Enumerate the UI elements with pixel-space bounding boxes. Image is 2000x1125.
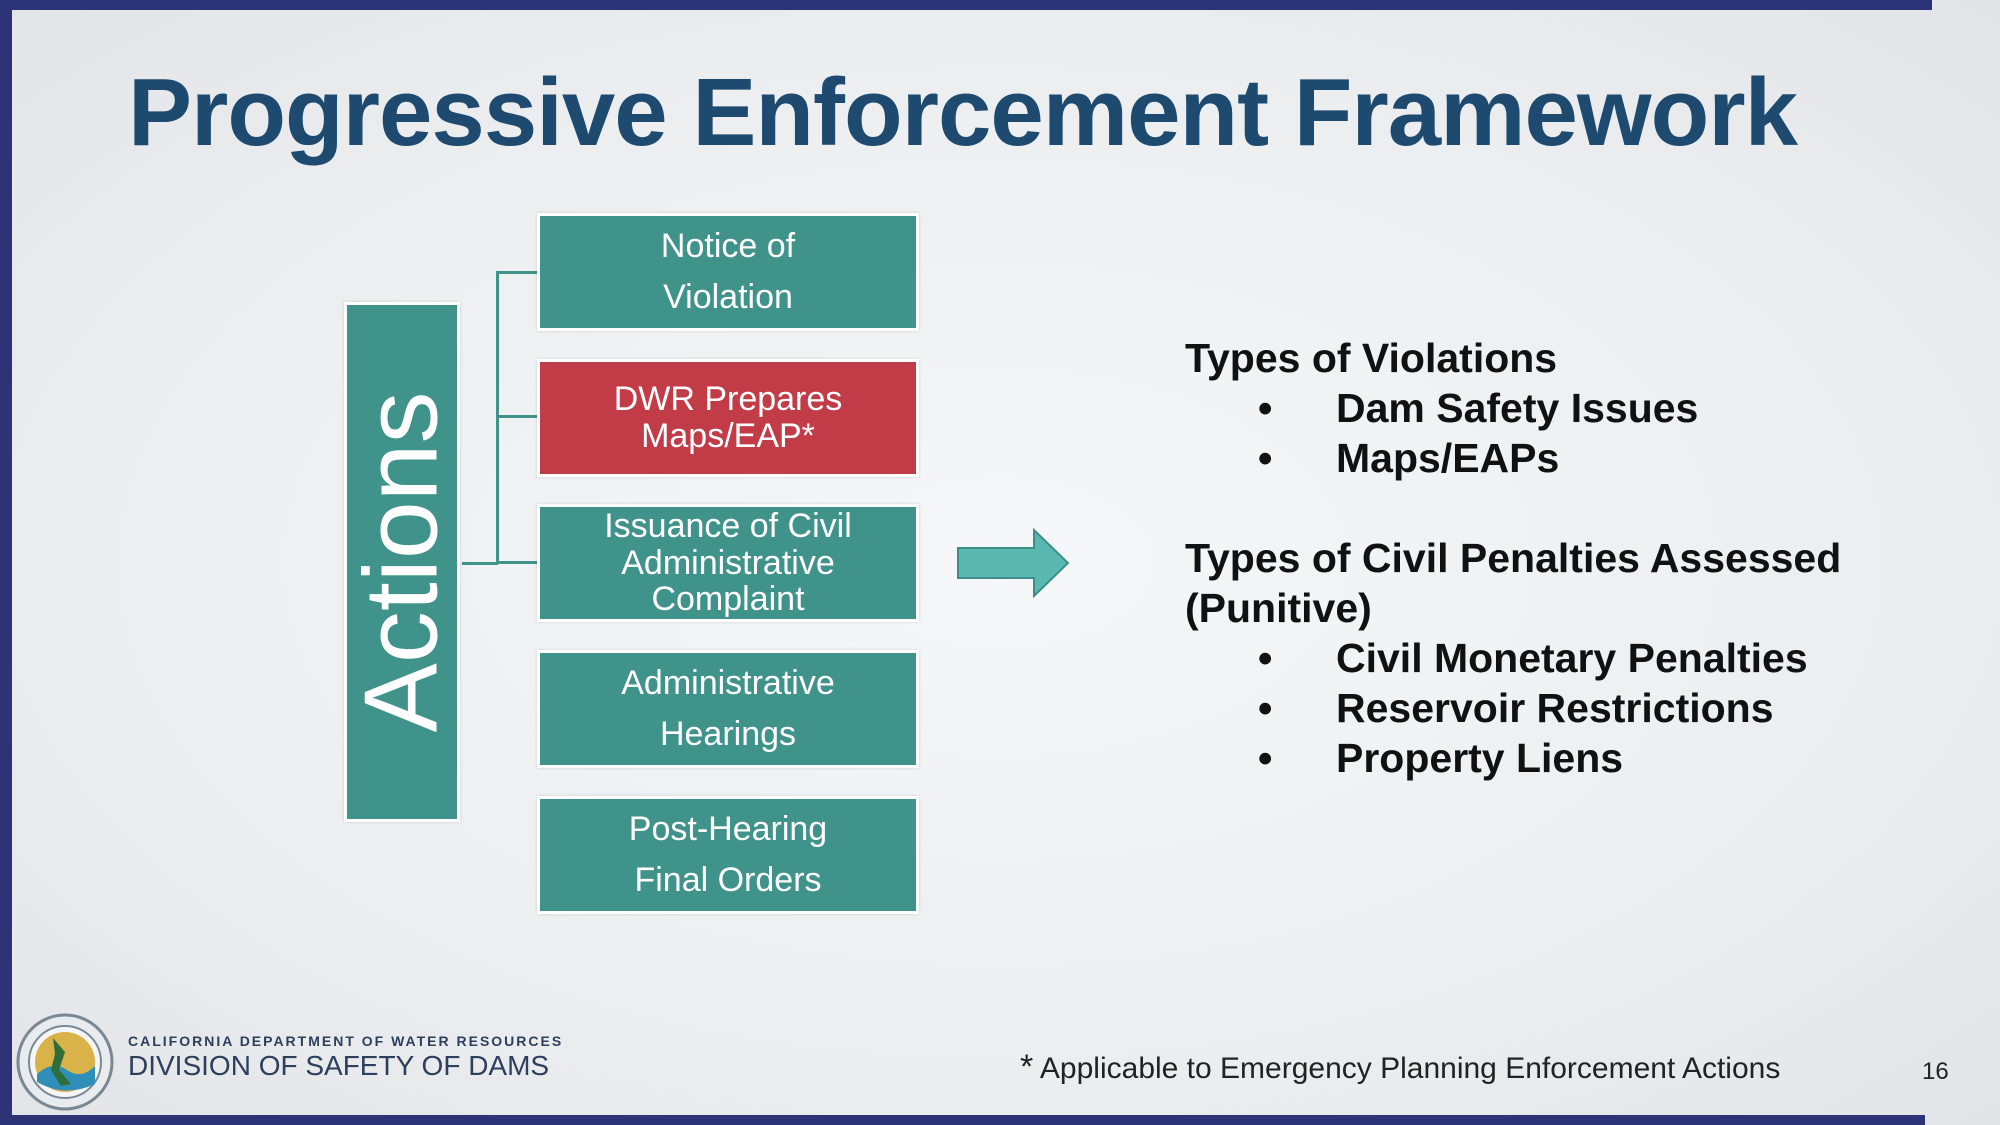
action-box-line: Administrative [621, 543, 835, 582]
violation-item-label: Dam Safety Issues [1336, 385, 1699, 431]
violations-penalties-panel: Types of Violations • Dam Safety Issues … [1185, 333, 1841, 783]
action-box-line: Violation [663, 278, 793, 316]
violation-item: • Dam Safety Issues [1185, 383, 1841, 433]
violations-heading: Types of Violations [1185, 335, 1558, 381]
penalty-item: • Civil Monetary Penalties [1185, 633, 1841, 683]
action-box-final-orders: Post-Hearing Final Orders [537, 796, 919, 914]
bullet-icon: • [1258, 385, 1273, 431]
action-box-line: Final Orders [634, 861, 822, 899]
bullet-icon: • [1258, 435, 1273, 481]
org-department-name: CALIFORNIA DEPARTMENT OF WATER RESOURCES [128, 1033, 564, 1049]
penalties-heading: Types of Civil Penalties Assessed [1185, 535, 1842, 581]
bullet-icon: • [1258, 685, 1273, 731]
org-division-name: DIVISION OF SAFETY OF DAMS [128, 1050, 550, 1081]
connector-branch-1 [496, 271, 538, 274]
slide-title: Progressive Enforcement Framework [128, 59, 1798, 166]
dwr-seal-icon [16, 1013, 114, 1111]
footnote-asterisk: * [1020, 1048, 1034, 1086]
penalties-heading-sub: (Punitive) [1185, 585, 1372, 631]
violation-item: • Maps/EAPs [1185, 433, 1841, 483]
actions-label: Actions [343, 391, 460, 733]
violation-item-label: Maps/EAPs [1336, 435, 1560, 481]
action-box-line: DWR Prepares [613, 380, 843, 419]
top-border [0, 0, 1932, 10]
action-box-line: Complaint [651, 580, 805, 619]
action-box-line: Administrative [621, 664, 835, 702]
action-box-line: Maps/EAP* [641, 417, 815, 455]
action-box-line: Issuance of Civil [604, 506, 852, 545]
bullet-icon: • [1258, 635, 1273, 681]
footnote-text: Applicable to Emergency Planning Enforce… [1039, 1052, 1781, 1085]
connector-branch-3 [496, 561, 538, 564]
bullet-icon: • [1258, 735, 1273, 781]
action-box-line: Notice of [660, 227, 796, 265]
penalty-item: • Reservoir Restrictions [1185, 683, 1841, 733]
penalty-item-label: Civil Monetary Penalties [1336, 635, 1808, 681]
connector-vertical [496, 272, 499, 564]
left-border [0, 0, 12, 1125]
footnote: * Applicable to Emergency Planning Enfor… [1020, 1048, 1780, 1087]
connector-branch-2 [496, 415, 538, 418]
page-number: 16 [1922, 1058, 1949, 1085]
action-box-line: Post-Hearing [628, 810, 828, 848]
action-box-administrative-hearings: Administrative Hearings [537, 650, 919, 768]
bottom-border [0, 1115, 1925, 1125]
action-box-civil-complaint: Issuance of Civil Administrative Complai… [537, 504, 919, 622]
action-box-notice-of-violation: Notice of Violation [537, 213, 919, 331]
actions-group-box: Actions [344, 302, 460, 822]
penalty-item-label: Reservoir Restrictions [1336, 685, 1774, 731]
connector-stub [462, 562, 498, 565]
right-arrow-icon [957, 528, 1070, 598]
action-box-dwr-prepares-maps: DWR Prepares Maps/EAP* [537, 359, 919, 477]
penalty-item-label: Property Liens [1336, 735, 1624, 781]
penalty-item: • Property Liens [1185, 733, 1841, 783]
action-box-line: Hearings [659, 715, 797, 753]
